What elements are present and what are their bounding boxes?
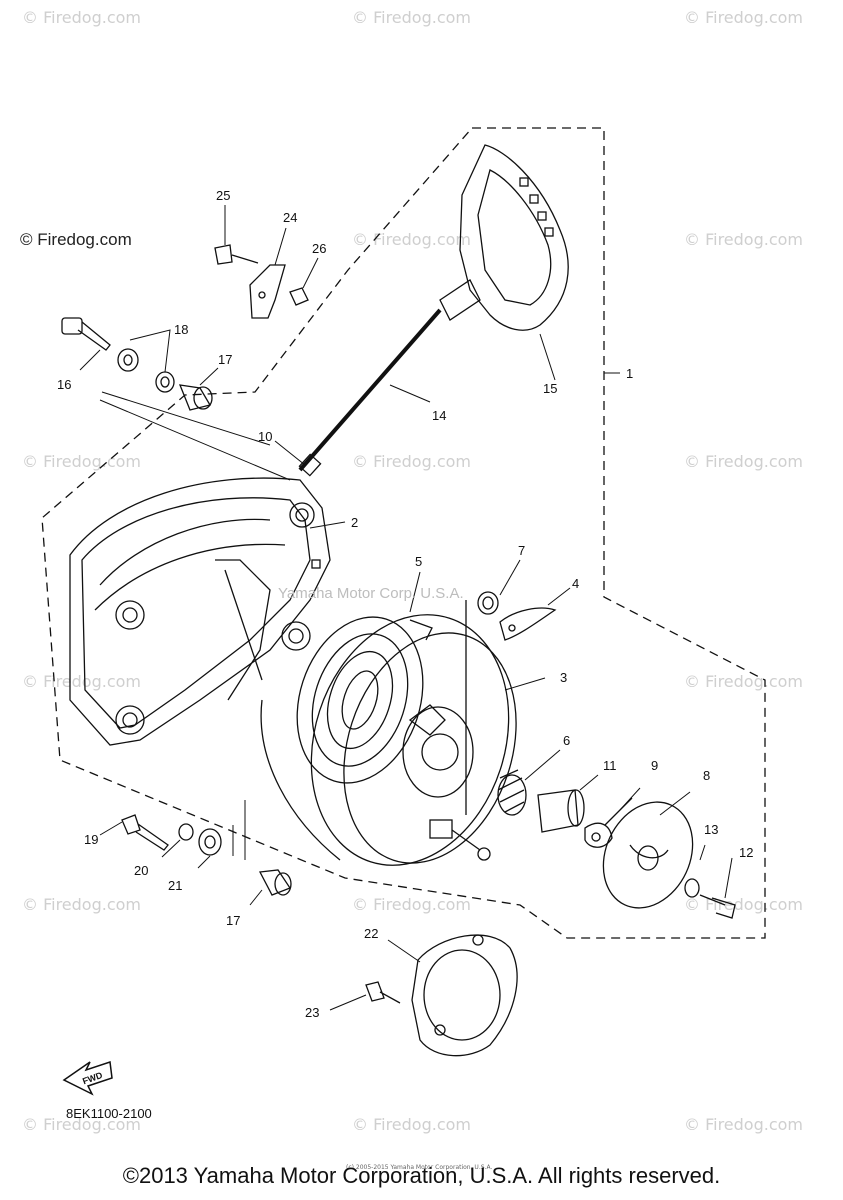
- damper-21: [198, 828, 222, 856]
- callout-7: 7: [518, 543, 525, 558]
- callout-2: 2: [351, 515, 358, 530]
- assembly-boundary: [41, 127, 766, 939]
- washer-18a: [117, 348, 139, 372]
- fwd-arrow: [62, 1060, 113, 1096]
- watermark-mid-center: © Firedog.com: [352, 230, 471, 249]
- callout-9: 9: [651, 758, 658, 773]
- pawl-4: [499, 607, 557, 641]
- copyright-notice: ©2013 Yamaha Motor Corporation, U.S.A. A…: [122, 1163, 721, 1188]
- diagram-code: 8EK1100-2100: [66, 1106, 152, 1121]
- callout-11: 11: [603, 758, 617, 773]
- callout-24: 24: [283, 210, 297, 225]
- recoil-rope: [260, 699, 341, 861]
- watermark-row5-center: © Firedog.com: [352, 895, 471, 914]
- callout-20: 20: [134, 863, 148, 878]
- watermark-mid-right: © Firedog.com: [684, 230, 803, 249]
- callout-26: 26: [312, 241, 326, 256]
- bolt-16: [61, 317, 111, 351]
- fine-print: (c) 2005-2015 Yamaha Motor Corporation, …: [346, 1164, 493, 1171]
- recoil-housing: [69, 477, 331, 746]
- callout-19: 19: [84, 832, 98, 847]
- plate-24: [249, 264, 286, 319]
- watermark-left-upper: © Firedog.com: [20, 230, 132, 249]
- callout-22: 22: [364, 926, 378, 941]
- callout-10: 10: [258, 429, 272, 444]
- callout-18: 18: [174, 322, 188, 337]
- washer-13: [684, 878, 700, 898]
- callout-21: 21: [168, 878, 182, 893]
- washer-20: [178, 823, 194, 841]
- callout-23: 23: [305, 1005, 319, 1020]
- recoil-pulley: [296, 614, 517, 866]
- watermark-bottom-center: © Firedog.com: [352, 1115, 471, 1134]
- washer-18b: [155, 371, 175, 393]
- callout-17-top: 17: [218, 352, 232, 367]
- callout-8: 8: [703, 768, 710, 783]
- callout-1: 1: [626, 366, 633, 381]
- watermark-row3-right: © Firedog.com: [684, 452, 803, 471]
- watermark-top-center: © Firedog.com: [352, 8, 471, 27]
- cover-22: [411, 934, 518, 1057]
- watermark-top-right: © Firedog.com: [684, 8, 803, 27]
- callout-16: 16: [57, 377, 71, 392]
- watermark-top-left: © Firedog.com: [22, 8, 141, 27]
- watermark-row5-left: © Firedog.com: [22, 895, 141, 914]
- spring-5: [409, 619, 433, 641]
- collar-17-top: [178, 384, 212, 411]
- callout-25: 25: [216, 188, 230, 203]
- bolt-25: [214, 244, 259, 265]
- starter-handle: [439, 144, 569, 331]
- spring-6: [497, 769, 527, 816]
- bolt-12: [699, 894, 736, 919]
- spring-7: [477, 591, 499, 615]
- callout-6: 6: [563, 733, 570, 748]
- callout-3: 3: [560, 670, 567, 685]
- watermark-bottom-left: © Firedog.com: [22, 1115, 141, 1134]
- bolt-23: [365, 981, 401, 1004]
- callout-15: 15: [543, 381, 557, 396]
- guide-9: [584, 797, 633, 848]
- watermark-center-yamaha: Yamaha Motor Corp. U.S.A.: [278, 585, 464, 602]
- watermark-row3-center: © Firedog.com: [352, 452, 471, 471]
- callout-4: 4: [572, 576, 579, 591]
- watermark-row5-right: © Firedog.com: [684, 895, 803, 914]
- callout-13: 13: [704, 822, 718, 837]
- callout-12: 12: [739, 845, 753, 860]
- drive-plate-8: [602, 801, 694, 909]
- collar-11: [537, 789, 585, 833]
- callout-14: 14: [432, 408, 446, 423]
- callout-5: 5: [415, 554, 422, 569]
- watermark-row4-left: © Firedog.com: [22, 672, 141, 691]
- handle-rod: [298, 308, 442, 472]
- callout-17-bottom: 17: [226, 913, 240, 928]
- nut-26: [289, 287, 309, 306]
- watermark-row4-right: © Firedog.com: [684, 672, 803, 691]
- bolt-19: [121, 814, 169, 851]
- watermark-row3-left: © Firedog.com: [22, 452, 141, 471]
- watermark-bottom-right: © Firedog.com: [684, 1115, 803, 1134]
